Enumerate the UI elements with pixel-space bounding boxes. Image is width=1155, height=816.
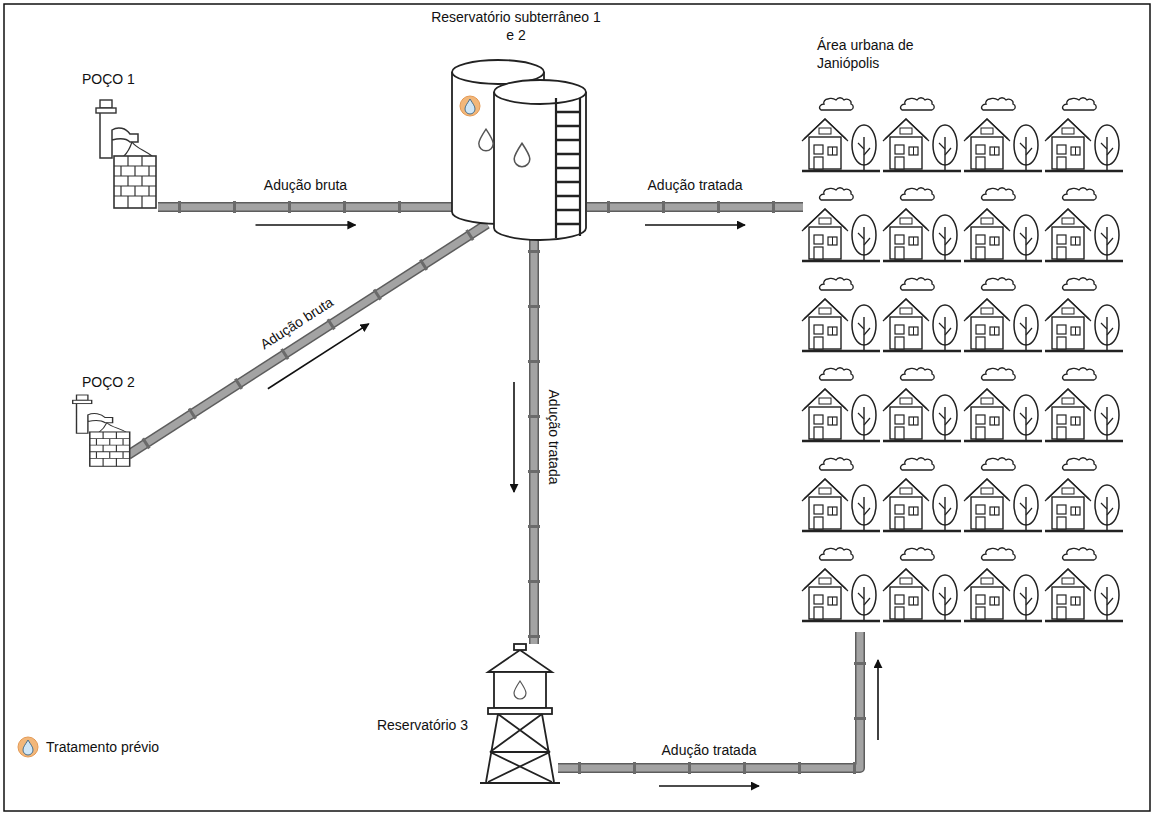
house-icon [883,98,961,171]
icon-node: Área urbana de Janiópolis [795,30,1125,640]
node-label: Reservatório 3 [377,716,468,734]
edge-label: Adução tratada [660,742,759,758]
pipe-joint [528,230,540,644]
pipe-outline [529,230,539,644]
pipe-outline [587,202,803,212]
pipe-joint [587,201,803,213]
icon-node: Reservatório 3 [480,642,562,785]
pipe-joint [558,632,860,768]
icon-node: POÇO 2 [48,395,132,467]
house-icon [964,98,1042,171]
house-icon [883,188,961,261]
house-icon [802,548,880,621]
edge-label: Adução tratada [646,177,745,193]
node-label: POÇO 1 [82,70,135,88]
edge-label: Adução bruta [256,292,338,353]
well-icon [73,395,130,466]
house-icon [964,458,1042,531]
treatment-icon [460,96,480,116]
node-label: Área urbana de Janiópolis [817,36,947,72]
house-icon [802,278,880,351]
house-icon [1045,548,1123,621]
pipe-connector [514,230,534,644]
house-icon [1045,188,1123,261]
house-icon [883,458,961,531]
house-icon [802,458,880,531]
house-icon [964,278,1042,351]
house-icon [1045,368,1123,441]
edge-label: Adução bruta [262,177,349,193]
house-icon [964,548,1042,621]
icon-node: Reservatório subterrâneo 1 e 2 [445,55,587,240]
flow-arrow [256,224,356,226]
house-icon [802,368,880,441]
pipe-outline [558,632,860,768]
well-icon [96,100,156,208]
pipe-body [587,204,803,211]
legend-text: Tratamento prévio [46,738,159,756]
pipe-connector [128,224,487,455]
flow-arrow [877,660,879,740]
house-icon [883,368,961,441]
house-icon [883,548,961,621]
house-icon [964,368,1042,441]
pipe-body [158,204,453,211]
house-grid [802,98,1123,621]
water-tower [480,644,560,783]
node-label: POÇO 2 [82,373,135,391]
edge-label: Adução tratada [546,388,562,487]
pipe-connector [587,207,803,225]
pipe-connector [558,632,878,786]
pipe-outline [128,224,487,455]
house-icon [1045,278,1123,351]
node-label: Reservatório subterrâneo 1 e 2 [427,8,605,44]
pipe-body [531,230,538,644]
house-icon [883,278,961,351]
house-icon [964,188,1042,261]
pipe-connector [158,207,453,225]
legend-icon [18,737,38,757]
pipe-joint [128,224,487,455]
house-icon [1045,98,1123,171]
pipe-outline [158,202,453,212]
flow-arrow [645,224,745,226]
flow-arrow [513,382,515,492]
pipe-body [558,632,860,768]
flow-arrow [659,785,759,787]
icon-node: POÇO 1 [70,100,162,212]
house-icon [802,188,880,261]
house-icon [802,98,880,171]
tank-pair [452,60,586,240]
pipe-body [128,224,487,455]
frame [4,4,1150,811]
house-icon [1045,458,1123,531]
pipe-joint [158,201,453,213]
